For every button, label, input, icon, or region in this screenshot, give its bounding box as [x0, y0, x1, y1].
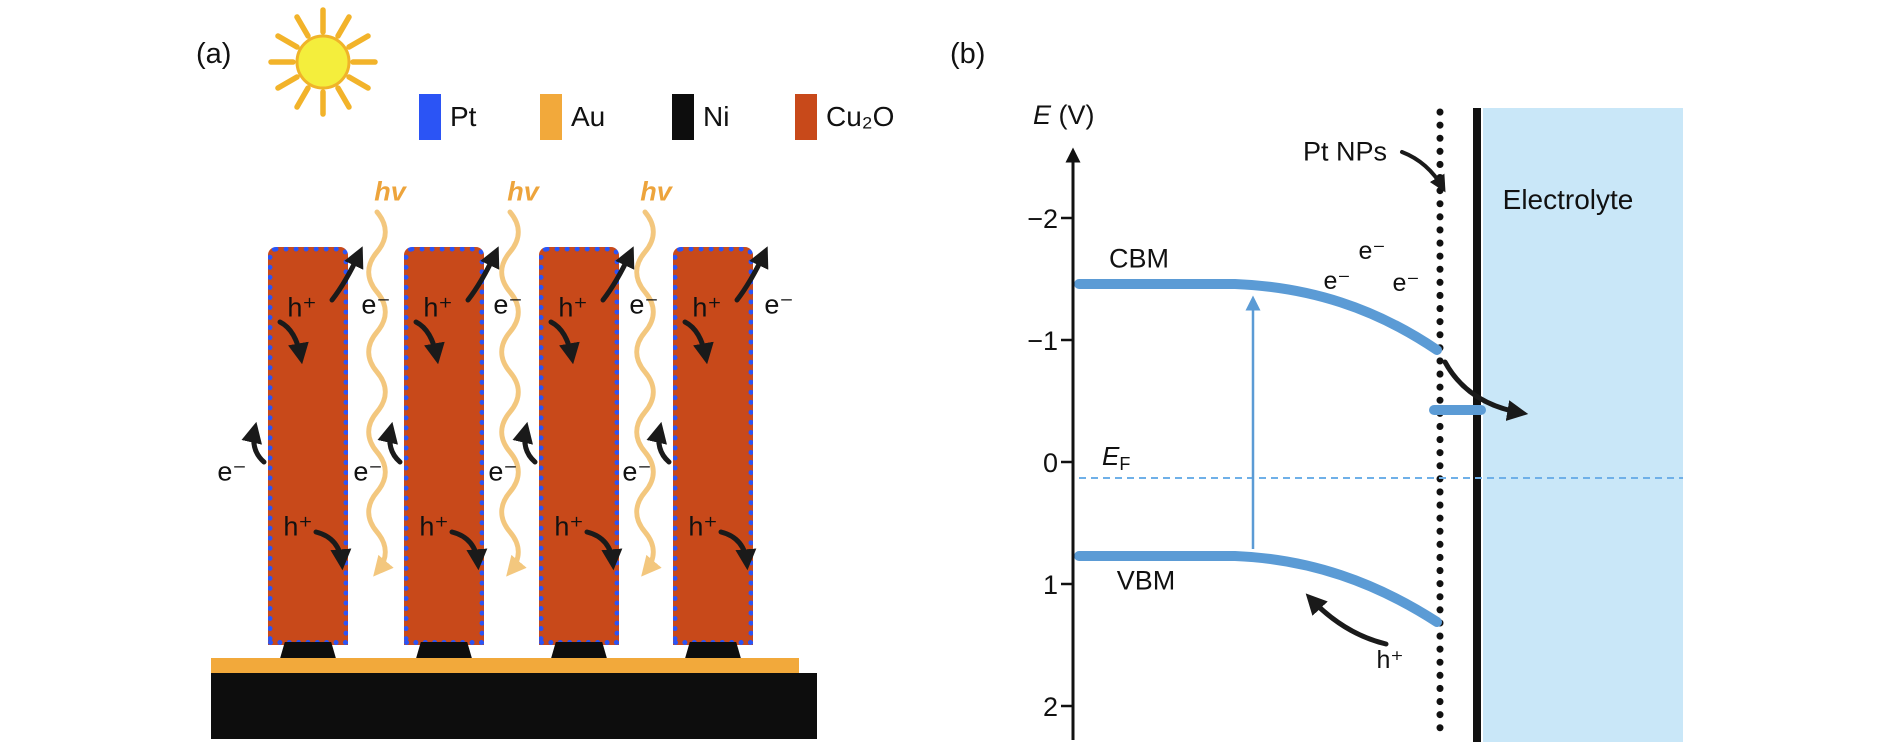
electron-label-b-3: e⁻: [1392, 269, 1420, 297]
photon-wave-arrow-3: [634, 209, 662, 577]
electrolyte-label: Electrolyte: [1502, 184, 1634, 215]
au-color-swatch: [540, 94, 562, 140]
hole-label-top-1: h⁺: [287, 292, 317, 323]
vbm-label: VBM: [1116, 565, 1176, 596]
electron-label-mid-4: e⁻: [622, 456, 652, 487]
hole-transfer-arrow: [1305, 593, 1389, 647]
axis-unit: (V): [1058, 100, 1095, 130]
tick-label-1: 1: [1042, 570, 1058, 600]
ni-substrate: [211, 673, 817, 739]
ni-color-swatch: [672, 94, 694, 140]
sun-icon: [268, 7, 378, 117]
pt-nps-label: Pt NPs: [1302, 136, 1388, 167]
photon-wave-arrow-2: [499, 209, 527, 577]
legend-item-cu2o: Cu₂O: [795, 94, 894, 140]
electron-label-mid-2: e⁻: [353, 456, 383, 487]
fermi-subscript: F: [1119, 454, 1131, 474]
electron-arrow-mid-3: [512, 421, 538, 465]
ni-pedestal-2: [415, 642, 473, 662]
tick-label-minus2: −2: [1027, 204, 1058, 234]
tick-label-2: 2: [1042, 692, 1058, 722]
pt-nps-pointer-arrow: [1400, 150, 1446, 193]
axis-label: E (V): [1033, 100, 1095, 131]
photon-wave-arrow-1: [366, 209, 394, 577]
cu2o-color-swatch: [795, 94, 817, 140]
hole-label-low-1: h⁺: [283, 511, 313, 542]
legend-label-au: Au: [571, 101, 606, 132]
fermi-symbol: E: [1102, 441, 1120, 471]
cbm-label: CBM: [1109, 243, 1169, 274]
hole-label-top-2: h⁺: [423, 292, 453, 323]
hole-label-b: h⁺: [1376, 646, 1404, 674]
hole-label-top-4: h⁺: [692, 292, 722, 323]
electron-transfer-arrow: [1442, 359, 1529, 421]
ni-pedestal-3: [550, 642, 608, 662]
axis-ticks: [1061, 216, 1074, 708]
electron-label-top-2: e⁻: [493, 289, 523, 320]
legend-item-au: Au: [540, 94, 605, 140]
panel-b-label: (b): [950, 38, 986, 70]
electron-label-mid-1: e⁻: [217, 456, 247, 487]
electron-arrow-mid-2: [377, 421, 403, 465]
cbm-band: [1074, 279, 1442, 355]
electron-label-b-2: e⁻: [1358, 237, 1386, 265]
legend-item-pt: Pt: [419, 94, 476, 140]
electron-arrow-mid-1: [241, 421, 267, 465]
tick-label-minus1: −1: [1027, 326, 1058, 356]
electron-label-top-3: e⁻: [629, 289, 659, 320]
panel-a-label: (a): [196, 38, 232, 70]
hole-label-low-3: h⁺: [554, 511, 584, 542]
legend-label-ni: Ni: [703, 101, 730, 132]
cu2o-nanorod-2: [404, 247, 484, 645]
legend-label-cu2o: Cu₂O: [826, 101, 895, 132]
ni-pedestal-4: [684, 642, 742, 662]
pt-color-swatch: [419, 94, 441, 140]
electron-label-top-1: e⁻: [361, 289, 391, 320]
photon-label-3: hv: [640, 176, 672, 207]
electron-label-b-1: e⁻: [1323, 267, 1351, 295]
electron-label-mid-3: e⁻: [488, 456, 518, 487]
hole-label-top-3: h⁺: [558, 292, 588, 323]
ni-pedestal-1: [279, 642, 337, 662]
hole-label-low-4: h⁺: [688, 511, 718, 542]
photon-label-1: hv: [374, 176, 406, 207]
au-layer: [211, 658, 799, 674]
legend-label-pt: Pt: [450, 101, 477, 132]
tick-label-0: 0: [1042, 448, 1058, 478]
fermi-label: EF: [1102, 441, 1130, 475]
hole-label-low-2: h⁺: [419, 511, 449, 542]
cu2o-nanorod-4: [673, 247, 753, 645]
photon-label-2: hv: [507, 176, 539, 207]
legend-item-ni: Ni: [672, 94, 729, 140]
electron-arrow-mid-4: [646, 421, 672, 465]
electron-label-top-4: e⁻: [764, 289, 794, 320]
axis-symbol: E: [1033, 100, 1052, 130]
cu2o-nanorod-1: [268, 247, 348, 645]
